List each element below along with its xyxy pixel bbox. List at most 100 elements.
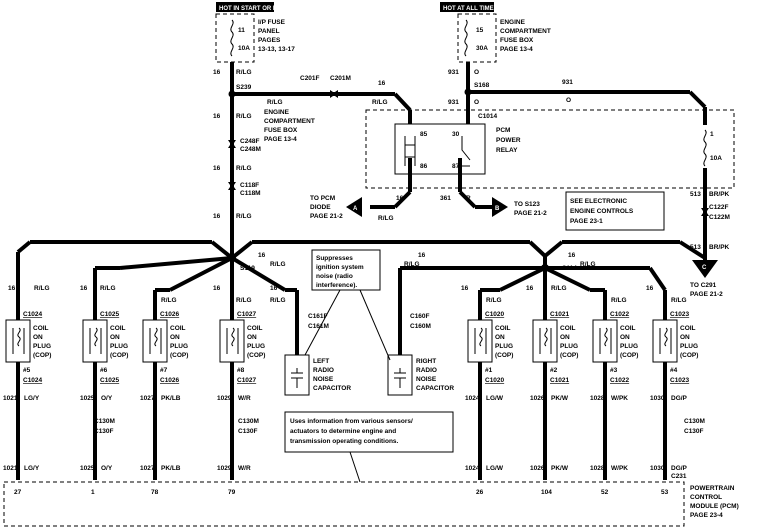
fuse-number-3: 1 bbox=[710, 131, 714, 138]
coil-label: COIL bbox=[680, 325, 696, 332]
svg-text:R/LG: R/LG bbox=[404, 261, 420, 268]
svg-text:16: 16 bbox=[568, 252, 576, 259]
coil-symbol bbox=[149, 327, 162, 354]
svg-text:16: 16 bbox=[396, 195, 404, 202]
right-cap-label: RIGHT RADIO NOISE CAPACITOR bbox=[416, 358, 454, 392]
svg-text:R/LG: R/LG bbox=[267, 99, 283, 106]
coil-label: PLUG bbox=[110, 343, 128, 350]
bus-join-2 bbox=[230, 240, 254, 260]
svg-text:931: 931 bbox=[448, 99, 459, 106]
svg-text:C118M: C118M bbox=[240, 190, 261, 197]
circuit-number-bottom: 1027 bbox=[140, 465, 155, 472]
svg-text:transmission operating conditi: transmission operating conditions. bbox=[290, 438, 399, 445]
svg-text:NOISE: NOISE bbox=[313, 376, 334, 383]
wire-color: O/Y bbox=[101, 395, 113, 402]
left-cap-label: LEFT RADIO NOISE CAPACITOR bbox=[313, 358, 351, 392]
svg-text:S168: S168 bbox=[474, 82, 490, 89]
svg-text:LEFT: LEFT bbox=[313, 358, 329, 365]
callout-c-label: C bbox=[702, 265, 707, 271]
svg-text:16: 16 bbox=[8, 285, 16, 292]
coil-label: PLUG bbox=[560, 343, 578, 350]
coil-label: (COP) bbox=[170, 352, 188, 359]
coil-label: COIL bbox=[110, 325, 126, 332]
bus-right-end bbox=[678, 240, 707, 260]
coil-number: #6 bbox=[100, 367, 108, 374]
svg-text:R: R bbox=[466, 195, 471, 202]
coil-label: (COP) bbox=[247, 352, 265, 359]
arrow-c bbox=[692, 260, 718, 278]
coil-symbol bbox=[539, 327, 552, 354]
svg-text:POWERTRAIN: POWERTRAIN bbox=[690, 485, 735, 492]
ip-fuse-pages: PAGES bbox=[258, 37, 281, 44]
svg-text:R/LG: R/LG bbox=[551, 285, 567, 292]
coil-symbol bbox=[474, 327, 487, 354]
arrow-a bbox=[346, 197, 362, 217]
callout-a-text-2: DIODE bbox=[310, 204, 331, 211]
svg-text:PAGE 23-4: PAGE 23-4 bbox=[690, 512, 723, 519]
svg-text:16: 16 bbox=[461, 285, 469, 292]
coil-label: ON bbox=[620, 334, 630, 341]
coil-connector-bottom: C1021 bbox=[550, 377, 570, 384]
circuit-number: 1029 bbox=[217, 395, 232, 402]
svg-text:CAPACITOR: CAPACITOR bbox=[313, 385, 351, 392]
svg-text:C201M: C201M bbox=[330, 75, 351, 82]
coil-label: COIL bbox=[495, 325, 511, 332]
coil-label: ON bbox=[170, 334, 180, 341]
connector-marks bbox=[228, 90, 709, 216]
coil-label: PLUG bbox=[170, 343, 188, 350]
relay-coil bbox=[404, 136, 416, 166]
pcm-pin: 104 bbox=[541, 489, 552, 496]
coil-connector-bottom: C1024 bbox=[23, 377, 43, 384]
svg-text:BR/PK: BR/PK bbox=[709, 191, 730, 198]
relay-box-title-2: COMPARTMENT bbox=[264, 118, 315, 125]
see-text-2: ENGINE CONTROLS bbox=[570, 208, 634, 215]
coil-connector: C1020 bbox=[485, 311, 505, 318]
arrow-b bbox=[492, 197, 508, 217]
coil-on-plug-5 bbox=[5, 319, 31, 363]
svg-text:noise (radio: noise (radio bbox=[316, 273, 353, 280]
coil-label: COIL bbox=[620, 325, 636, 332]
svg-text:C161M: C161M bbox=[308, 323, 329, 330]
svg-text:R/LG: R/LG bbox=[270, 297, 286, 304]
pcm-pin: 79 bbox=[228, 489, 236, 496]
circuit-number-bottom: 1030 bbox=[650, 465, 665, 472]
wire-rlg-to-a bbox=[393, 190, 412, 209]
wire-rlg-bend bbox=[393, 92, 412, 112]
coil-on-plug-8 bbox=[219, 319, 245, 363]
engine-box-label-3: FUSE BOX bbox=[500, 37, 534, 44]
callout-b-text: TO S123 bbox=[514, 201, 540, 208]
coil-connector-bottom: C1026 bbox=[160, 377, 180, 384]
svg-text:16: 16 bbox=[646, 285, 654, 292]
relay-label: PCM bbox=[496, 127, 510, 134]
coil-output-wires bbox=[16, 362, 667, 480]
svg-text:C130F: C130F bbox=[238, 428, 258, 435]
coil-number: #3 bbox=[610, 367, 618, 374]
svg-text:16: 16 bbox=[418, 252, 426, 259]
coil-on-plug-6 bbox=[82, 319, 108, 363]
svg-text:interference).: interference). bbox=[316, 282, 357, 289]
fan-leftcap bbox=[230, 256, 287, 292]
svg-text:C160F: C160F bbox=[410, 313, 430, 320]
coil-symbol bbox=[89, 327, 102, 354]
coil-number: #4 bbox=[670, 367, 678, 374]
pcm-note-box bbox=[284, 411, 454, 453]
fan-coil3 bbox=[544, 266, 591, 292]
circuit-number-bottom: 1029 bbox=[217, 465, 232, 472]
svg-text:16: 16 bbox=[526, 285, 534, 292]
coil-number: #5 bbox=[23, 367, 31, 374]
svg-text:16: 16 bbox=[213, 113, 221, 120]
svg-text:R/LG: R/LG bbox=[236, 113, 252, 120]
pcm-pin: 53 bbox=[661, 489, 669, 496]
coil-label: PLUG bbox=[620, 343, 638, 350]
pcm-power-relay bbox=[394, 123, 486, 175]
coil-connector: C1022 bbox=[610, 311, 630, 318]
svg-text:C161F: C161F bbox=[308, 313, 328, 320]
svg-text:RADIO: RADIO bbox=[313, 367, 334, 374]
wire-931-bend bbox=[688, 90, 707, 109]
wire-color-bottom: LG/W bbox=[486, 465, 504, 472]
relay-label-3: RELAY bbox=[496, 147, 518, 154]
circuit-number-bottom: 1025 bbox=[80, 465, 95, 472]
callout-b-page: PAGE 21-2 bbox=[514, 210, 547, 217]
svg-text:MODULE (PCM): MODULE (PCM) bbox=[690, 503, 739, 510]
